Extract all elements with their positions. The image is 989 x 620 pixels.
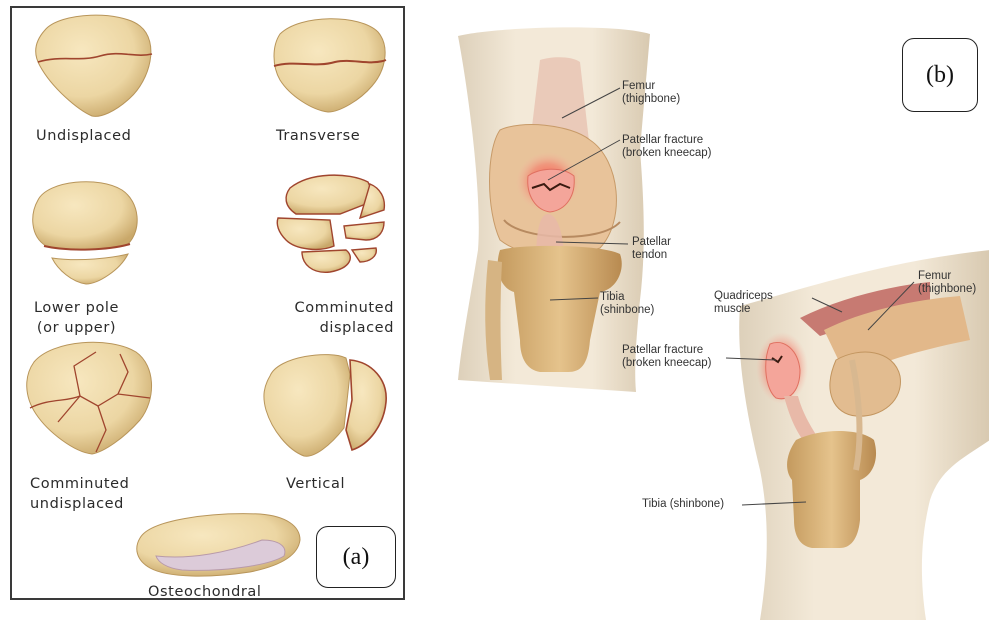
callout-side-fracture: Patellar fracture (broken kneecap) xyxy=(622,344,712,370)
label-transverse: Transverse xyxy=(276,126,360,146)
label-comminuted-displaced-line1: Comminuted xyxy=(246,298,394,318)
label-comminuted-displaced: Comminuted displaced xyxy=(246,298,394,338)
callout-side-femur-line2: (thighbone) xyxy=(918,283,976,296)
callout-side-fracture-line1: Patellar fracture xyxy=(622,344,712,357)
callout-front-fracture-line2: (broken kneecap) xyxy=(622,147,712,160)
label-osteochondral: Osteochondral xyxy=(148,582,262,602)
patella-vertical xyxy=(264,355,386,457)
callout-front-tendon-line2: tendon xyxy=(632,249,671,262)
callout-side-femur-line1: Femur xyxy=(918,270,976,283)
label-lower-pole-line2: (or upper) xyxy=(34,318,119,338)
panel-tag-a: (a) xyxy=(316,526,396,588)
callout-side-fracture-line2: (broken kneecap) xyxy=(622,357,712,370)
callout-front-femur-line1: Femur xyxy=(622,80,680,93)
patella-osteochondral xyxy=(137,514,300,576)
label-lower-pole: Lower pole (or upper) xyxy=(34,298,119,338)
callout-front-tendon-line1: Patellar xyxy=(632,236,671,249)
callout-front-tibia: Tibia (shinbone) xyxy=(600,291,654,317)
label-comminuted-undisplaced-line2: undisplaced xyxy=(30,494,129,514)
callout-front-tendon: Patellar tendon xyxy=(632,236,671,262)
callout-side-femur: Femur (thighbone) xyxy=(918,270,976,296)
knee-side-view xyxy=(739,250,989,620)
callout-side-quadriceps-line2: muscle xyxy=(714,303,773,316)
patella-comminuted-displaced xyxy=(277,175,384,272)
patella-lower-pole xyxy=(33,182,137,284)
label-undisplaced: Undisplaced xyxy=(36,126,131,146)
callout-front-femur: Femur (thighbone) xyxy=(622,80,680,106)
label-comminuted-undisplaced: Comminuted undisplaced xyxy=(30,474,129,514)
patella-comminuted-undisplaced xyxy=(27,342,152,454)
label-comminuted-displaced-line2: displaced xyxy=(246,318,394,338)
callout-front-fracture-line1: Patellar fracture xyxy=(622,134,712,147)
patella-undisplaced xyxy=(36,15,152,116)
patella-transverse xyxy=(274,19,386,112)
label-vertical: Vertical xyxy=(286,474,345,494)
label-comminuted-undisplaced-line1: Comminuted xyxy=(30,474,129,494)
callout-front-femur-line2: (thighbone) xyxy=(622,93,680,106)
callout-front-tibia-line1: Tibia xyxy=(600,291,654,304)
callout-front-fracture: Patellar fracture (broken kneecap) xyxy=(622,134,712,160)
panel-tag-b: (b) xyxy=(902,38,978,112)
callout-front-tibia-line2: (shinbone) xyxy=(600,304,654,317)
callout-side-quadriceps: Quadriceps muscle xyxy=(714,290,773,316)
callout-side-tibia: Tibia (shinbone) xyxy=(642,498,724,511)
label-lower-pole-line1: Lower pole xyxy=(34,298,119,318)
callout-side-quadriceps-line1: Quadriceps xyxy=(714,290,773,303)
